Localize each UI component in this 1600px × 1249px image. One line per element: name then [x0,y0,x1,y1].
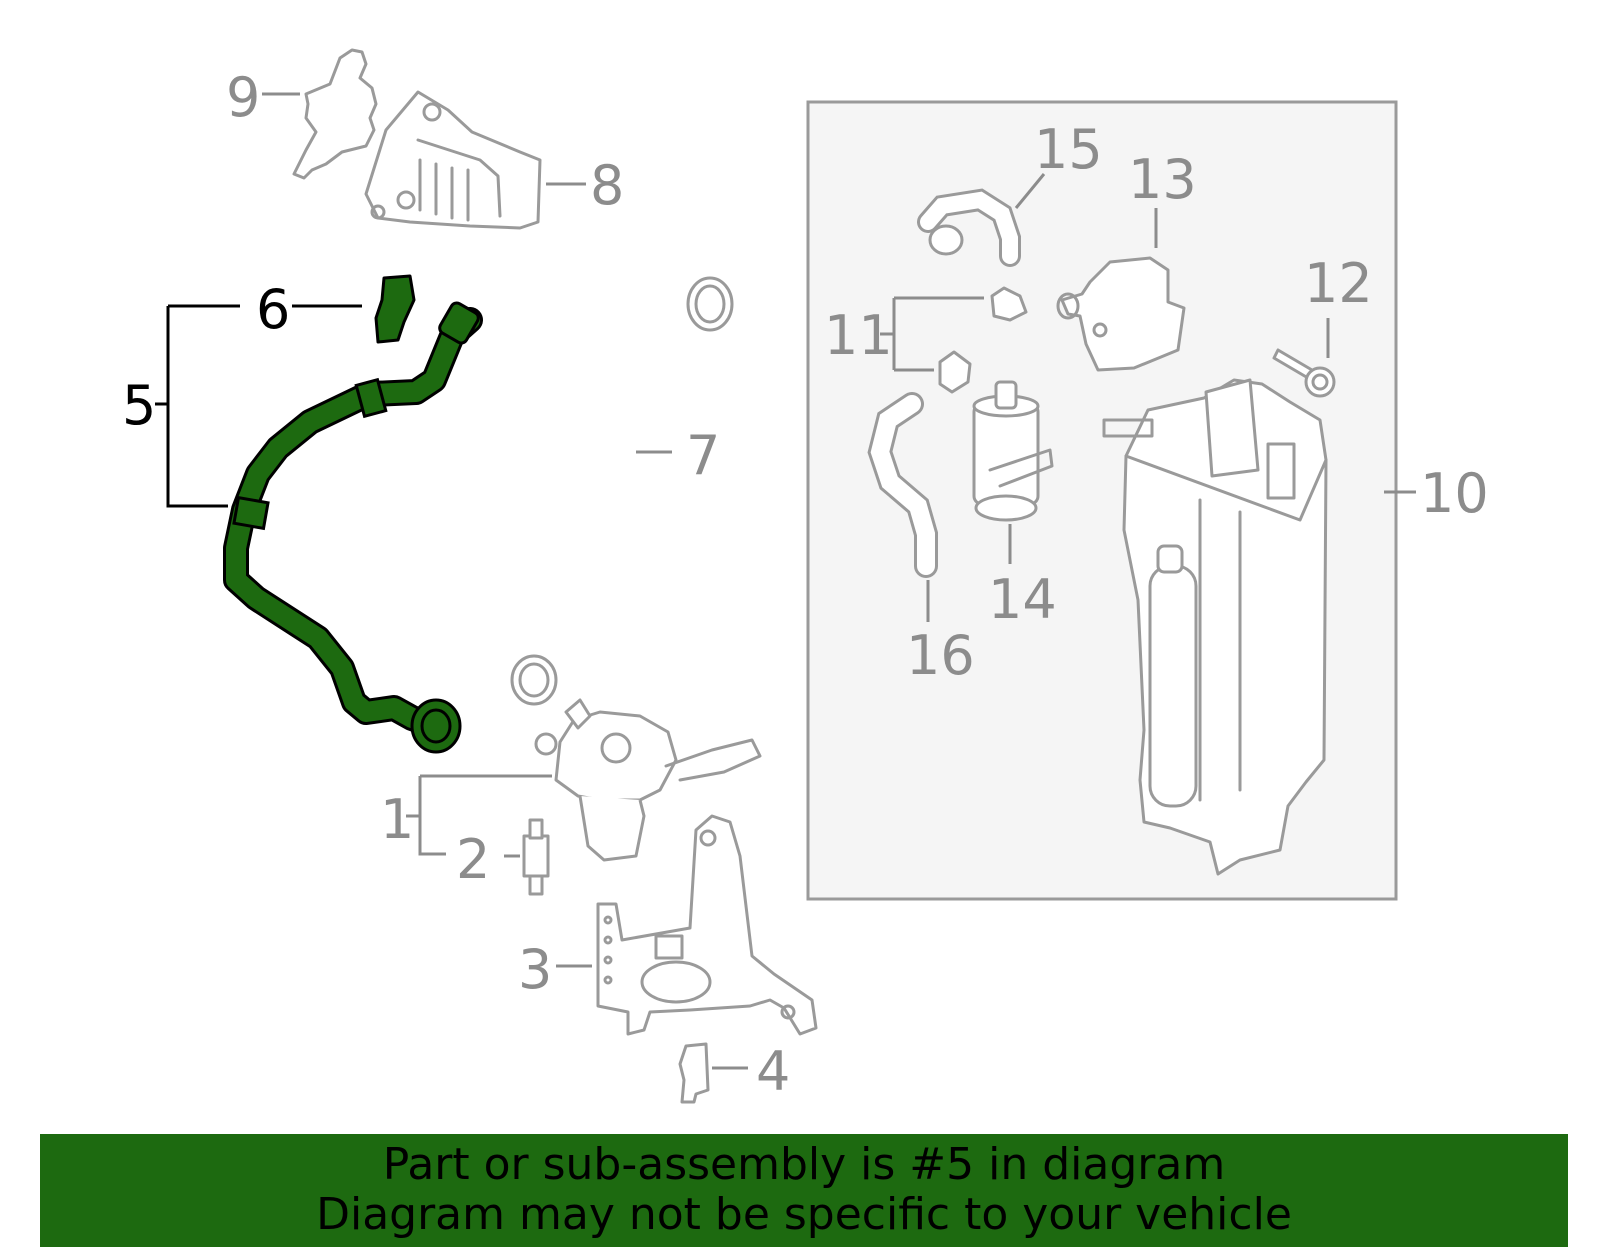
callout-11: 11 [824,304,893,367]
callout-5: 5 [122,374,156,437]
callout-2: 2 [456,828,490,891]
callout-labels: 9 8 6 5 7 1 2 3 4 15 13 11 12 10 14 16 [122,66,1489,1103]
part-16-hose[interactable] [867,392,938,578]
part-4-clip[interactable] [678,1042,710,1104]
callout-9: 9 [226,66,260,129]
callout-1: 1 [380,788,414,851]
part-8-actuator[interactable] [364,90,542,230]
callout-6: 6 [256,278,290,341]
part-10-canister[interactable] [1102,378,1328,876]
part-2-valve[interactable] [522,818,550,896]
callout-13: 13 [1128,148,1197,211]
callout-15: 15 [1034,118,1103,181]
part-14-filter[interactable] [972,380,1054,522]
part-5-hose-highlighted[interactable] [223,301,483,754]
callout-4: 4 [756,1040,790,1103]
part-12-bolt[interactable] [1272,348,1336,398]
leader-lines [155,92,1416,1070]
part-3-bracket[interactable] [596,814,818,1036]
part-9-gasket[interactable] [292,48,378,180]
part-11-clamp-lower[interactable] [938,350,972,394]
part-6-clip-highlighted[interactable] [374,274,416,344]
callout-12: 12 [1304,252,1373,315]
part-15-hose[interactable] [917,188,1021,267]
callout-10: 10 [1420,462,1489,525]
part-1-pump[interactable] [534,698,762,862]
callout-16: 16 [906,624,975,687]
banner-line-1: Part or sub-assembly is #5 in diagram [382,1139,1226,1190]
part-13-valve[interactable] [1056,256,1186,372]
banner-line-2: Diagram may not be specific to your vehi… [316,1189,1292,1240]
callout-8: 8 [590,154,624,217]
part-11-clamp-upper[interactable] [990,286,1028,322]
callout-3: 3 [518,938,552,1001]
info-banner: Part or sub-assembly is #5 in diagram Di… [40,1134,1568,1247]
callout-7: 7 [686,424,720,487]
callout-14: 14 [988,568,1057,631]
part-7-hose[interactable] [424,276,734,706]
